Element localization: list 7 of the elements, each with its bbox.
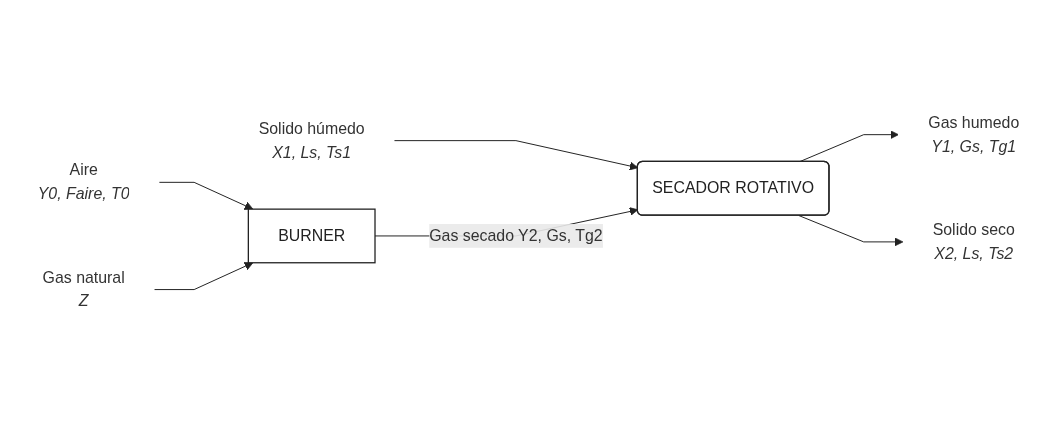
- edge-label: Gas secado Y2, Gs, Tg2: [429, 227, 603, 245]
- node-box: BURNER: [247, 208, 376, 264]
- node-text: Aire Y0, Faire, T0: [37, 161, 130, 203]
- node-text: Gas natural Z: [42, 269, 125, 310]
- node-text: Solido seco X2, Ls, Ts2: [932, 221, 1015, 263]
- node-text: Gas humedo Y1, Gs, Tg1: [928, 114, 1020, 155]
- node-text: Solido húmedo X1, Ls, Ts1: [258, 120, 365, 161]
